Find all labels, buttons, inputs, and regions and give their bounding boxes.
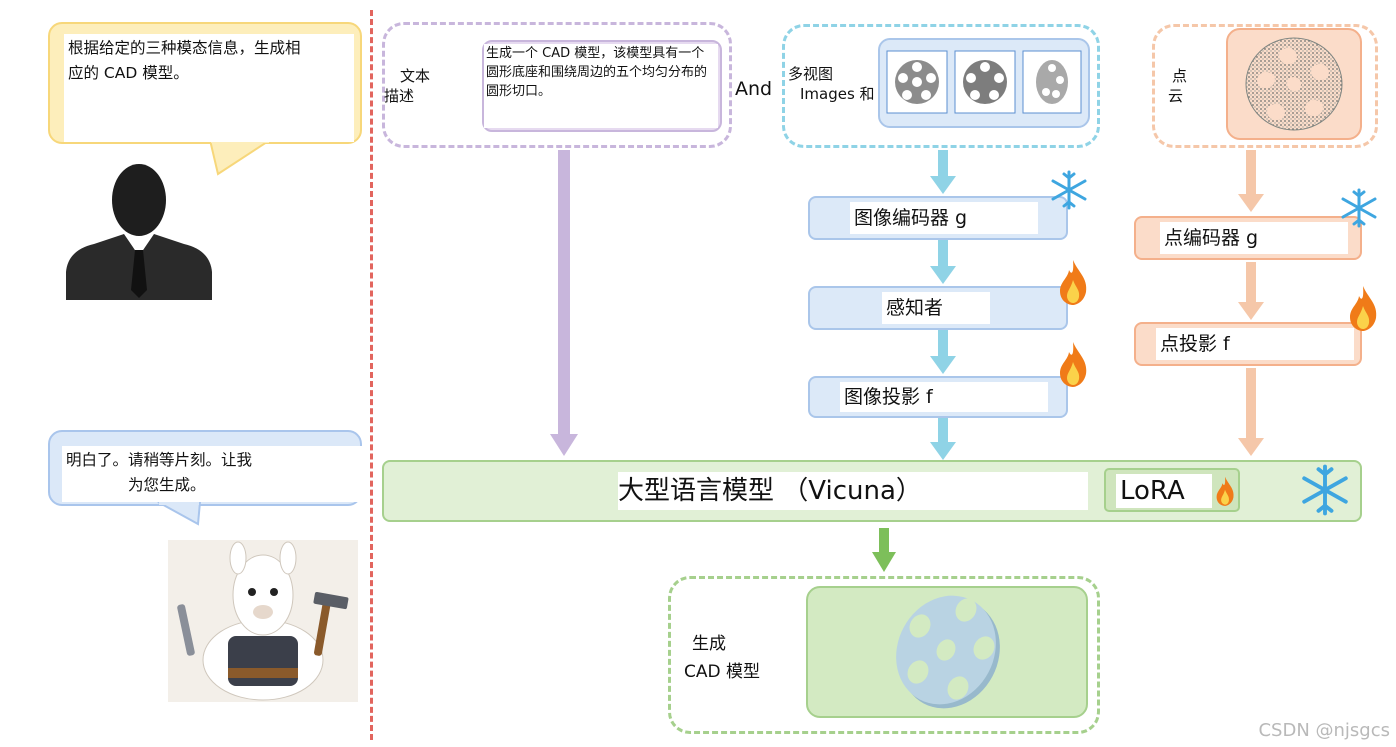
view-image-1: [886, 50, 948, 114]
flame-icon: [1216, 476, 1234, 506]
llama-mascot-icon: [168, 540, 358, 702]
point-cloud-icon: [1245, 37, 1343, 131]
user-silhouette-icon: [66, 164, 212, 300]
flame-icon: [1060, 260, 1087, 305]
arrow-icon: [930, 418, 956, 460]
arrow-icon: [930, 330, 956, 374]
view-image-2: [954, 50, 1016, 114]
image-projection-label: 图像投影 f: [840, 382, 1048, 412]
section-divider: [370, 10, 373, 740]
output-label: 生成 CAD 模型: [684, 634, 760, 682]
perceiver-label: 感知者: [882, 292, 990, 324]
gear-wheel-icon: [896, 595, 1000, 709]
output-box: [668, 576, 1100, 734]
and-label: And: [735, 78, 773, 100]
user-bubble-text: 根据给定的三种模态信息，生成相 应的 CAD 模型。: [64, 34, 354, 142]
llm-label: 大型语言模型 （Vicuna）: [618, 472, 1088, 510]
arrow-icon: [550, 150, 578, 456]
arrow-icon: [1238, 262, 1264, 320]
image-projection-box: 图像投影 f: [808, 376, 1068, 418]
watermark: CSDN @njsgcs: [1258, 720, 1390, 741]
arrow-icon: [930, 150, 956, 194]
text-input-box: [382, 22, 732, 148]
pointcloud-input-box: [1152, 24, 1378, 148]
bot-bubble-tail: [157, 502, 202, 526]
point-encoder-box: 点编码器 g: [1134, 216, 1362, 260]
images-input-label: 多视图 Images 和: [788, 65, 875, 103]
arrow-icon: [872, 528, 896, 572]
snowflake-icon: [1302, 464, 1348, 516]
point-encoder-label: 点编码器 g: [1160, 222, 1348, 254]
multi-view-images: [886, 50, 1082, 114]
text-input-label: 文本 描述: [384, 67, 431, 105]
text-description: 生成一个 CAD 模型，该模型具有一个圆形底座和围绕周边的五个均匀分布的圆形切口…: [484, 44, 718, 128]
flame-icon: [1060, 342, 1087, 387]
arrow-icon: [1238, 150, 1264, 212]
image-encoder-label: 图像编码器 g: [850, 202, 1038, 234]
bot-bubble-text: 明白了。请稍等片刻。让我 为您生成。: [62, 446, 362, 502]
pointcloud-input-label: 点 云: [1168, 67, 1188, 105]
images-input-box: [782, 24, 1100, 148]
flame-icon: [1350, 286, 1377, 331]
arrow-icon: [930, 240, 956, 284]
point-projection-label: 点投影 f: [1156, 328, 1354, 360]
image-encoder-box: 图像编码器 g: [808, 196, 1068, 240]
snowflake-icon: [1341, 188, 1377, 228]
snowflake-icon: [1051, 170, 1087, 210]
view-image-3: [1022, 50, 1082, 114]
perceiver-box: 感知者: [808, 286, 1068, 330]
point-projection-box: 点投影 f: [1134, 322, 1362, 366]
lora-label: LoRA: [1116, 474, 1212, 508]
arrow-icon: [1238, 368, 1264, 456]
